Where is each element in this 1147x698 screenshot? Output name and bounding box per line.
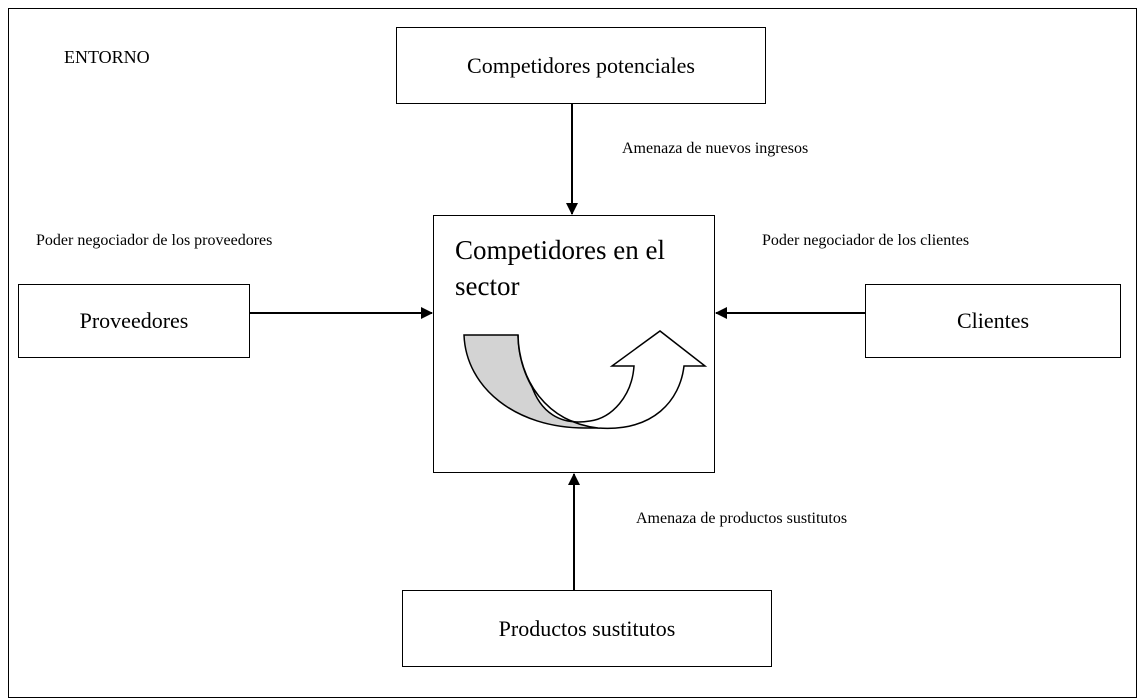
substitutes-box: Productos sustitutos	[402, 590, 772, 667]
customers-label: Clientes	[956, 308, 1030, 333]
potential-competitors-label: Competidores potenciales	[467, 52, 695, 78]
sector-competitors-label: Competidores en el sector	[455, 235, 665, 301]
rivalry-curve-icon	[463, 330, 708, 430]
substitutes-threat-label: Amenaza de productos sustitutos	[636, 510, 848, 527]
suppliers-box: Proveedores	[18, 284, 250, 358]
new-entrants-threat-label: Amenaza de nuevos ingresos	[622, 140, 809, 157]
supplier-power-label: Poder negociador de los proveedores	[36, 232, 273, 249]
suppliers-label: Proveedores	[79, 308, 189, 333]
customer-power-label: Poder negociador de los clientes	[762, 232, 970, 249]
customers-box: Clientes	[865, 284, 1121, 358]
substitutes-label: Productos sustitutos	[498, 615, 676, 641]
environment-label: ENTORNO	[64, 47, 150, 67]
potential-competitors-box: Competidores potenciales	[396, 27, 766, 104]
